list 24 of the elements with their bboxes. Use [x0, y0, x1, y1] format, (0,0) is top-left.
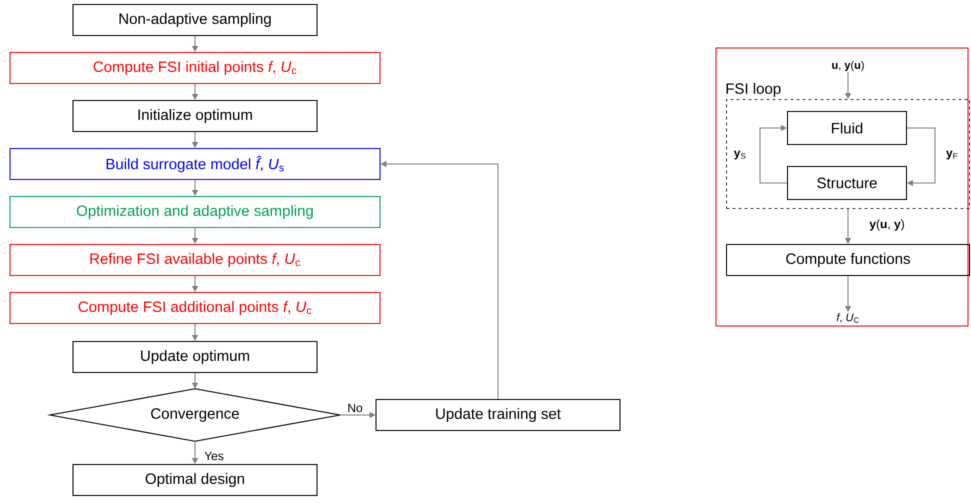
process-box: Fluid: [787, 111, 907, 145]
process-box: Initialize optimum: [72, 100, 318, 132]
process-box: Non-adaptive sampling: [72, 4, 318, 36]
edge-label: y$_{S}$: [732, 150, 748, 160]
edge-label: y$_{F}$: [944, 150, 960, 160]
box-heading: FSI loop: [726, 82, 781, 97]
process-box: Update optimum: [72, 341, 318, 373]
edge-label: No: [346, 402, 364, 414]
edge-label: y(u, y): [868, 218, 906, 232]
process-box: Update training set: [376, 399, 620, 431]
process-box: Optimal design: [72, 464, 318, 496]
process-box: Compute FSI initial points f, U$_{c}$: [10, 52, 380, 84]
process-box: Structure: [787, 166, 907, 200]
process-box: Build surrogate model f̂, U$_{s}$: [10, 148, 380, 180]
arrow: [760, 124, 788, 184]
process-box: Compute functions: [726, 244, 970, 276]
output-label: f, U$_{C}$: [836, 313, 859, 323]
panel-frame: [716, 48, 968, 326]
process-box: Compute FSI additional points f, U$_{c}$: [10, 292, 380, 324]
edge-label: Yes: [203, 450, 225, 462]
process-box: Refine FSI available points f, U$_{c}$: [10, 244, 380, 276]
process-box: Optimization and adaptive sampling: [10, 196, 380, 228]
arrow: [906, 128, 936, 186]
input-label: u, y(u): [832, 60, 864, 72]
